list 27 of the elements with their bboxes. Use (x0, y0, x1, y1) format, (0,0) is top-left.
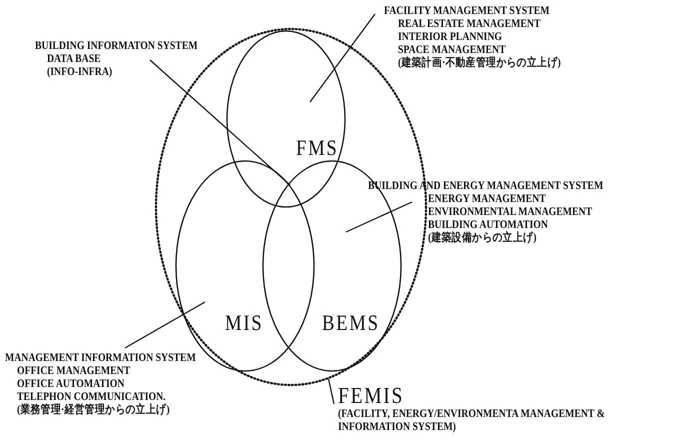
leader-line (328, 378, 335, 404)
function-item: OFFICE MANAGEMENT (17, 365, 130, 378)
system-name: BUILDING INFORMATON SYSTEM (35, 40, 198, 53)
function-item: (INFO-INFRA) (47, 66, 112, 79)
leader-line (124, 301, 206, 349)
system-name: MANAGEMENT INFORMATION SYSTEM (5, 352, 196, 365)
function-item: SPACE MANAGEMENT (398, 44, 506, 56)
set-label: MIS (225, 310, 264, 336)
function-item: INTERIOR PLANNING (398, 31, 502, 44)
set-label: FMS (296, 135, 339, 161)
function-item: ENVIRONMENTAL MANAGEMENT (428, 206, 592, 219)
leader-line (310, 14, 376, 102)
function-item: (建築計画·不動産管理からの立上げ) (398, 57, 561, 70)
leader-line (150, 60, 290, 186)
system-acronym: FEMIS (338, 384, 404, 408)
function-item: DATA BASE (47, 53, 101, 66)
function-item: (業務管理·経営管理からの立上げ) (17, 404, 170, 417)
function-item: (建築設備からの立上げ) (428, 232, 537, 245)
function-item: ENERGY MANAGEMENT (428, 193, 546, 206)
leader-line (346, 201, 412, 233)
function-item: BUILDING AUTOMATION (428, 219, 548, 231)
function-item: TELEPHON COMMUNICATION. (17, 391, 166, 403)
system-name: FACILITY MANAGEMENT SYSTEM (384, 5, 550, 18)
system-full-name: (FACILITY, ENERGY/ENVIRONMENTA MANAGEMENT & INFORMATION SYSTEM) (338, 408, 606, 434)
function-item: OFFICE AUTOMATION (17, 378, 124, 391)
set-label: BEMS (322, 310, 380, 336)
function-item: REAL ESTATE MANAGEMENT (398, 18, 540, 31)
